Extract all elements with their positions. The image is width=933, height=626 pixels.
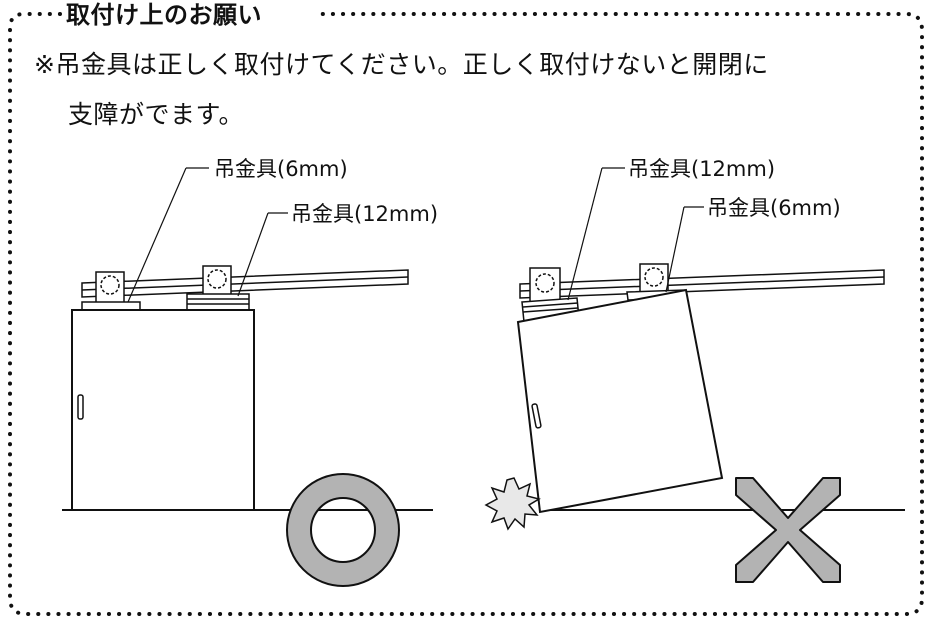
right-figure: 吊金具(12mm) 吊金具(6mm) [484, 157, 905, 583]
cabinet-handle [531, 403, 542, 429]
cabinet-box [516, 288, 724, 514]
label-6mm-left: 吊金具(6mm) [214, 157, 348, 181]
left-figure: 吊金具(6mm) 吊金具(12mm) [62, 157, 438, 587]
leader-line-12mm-diag [567, 167, 603, 301]
warning-note: ※吊金具は正しく取付けてください。正しく取付けないと開閉に 支障がでます。 [34, 40, 769, 140]
rail [519, 269, 885, 299]
warning-note-line-2: 支障がでます。 [68, 100, 245, 129]
leader-line-6mm-diag [665, 206, 685, 293]
cabinet-handle [77, 394, 84, 420]
rail [81, 269, 409, 298]
label-6mm-right: 吊金具(6mm) [707, 196, 841, 220]
leader-line-6mm-diag [127, 167, 187, 303]
label-12mm-right: 吊金具(12mm) [628, 157, 775, 181]
section-title: 取付け上のお願い [62, 0, 266, 30]
dotted-border-frame [8, 12, 924, 616]
hanger-bracket-12mm [186, 265, 250, 311]
warning-note-line-1: ※吊金具は正しく取付けてください。正しく取付けないと開閉に [34, 50, 769, 79]
label-12mm-left: 吊金具(12mm) [291, 202, 438, 226]
impact-burst-icon [484, 477, 541, 531]
incorrect-cross-icon [735, 477, 841, 583]
hanger-bracket-6mm [81, 271, 141, 311]
cabinet-box [71, 309, 255, 511]
correct-circle-icon [286, 473, 400, 587]
leader-line-12mm-diag [237, 212, 269, 297]
